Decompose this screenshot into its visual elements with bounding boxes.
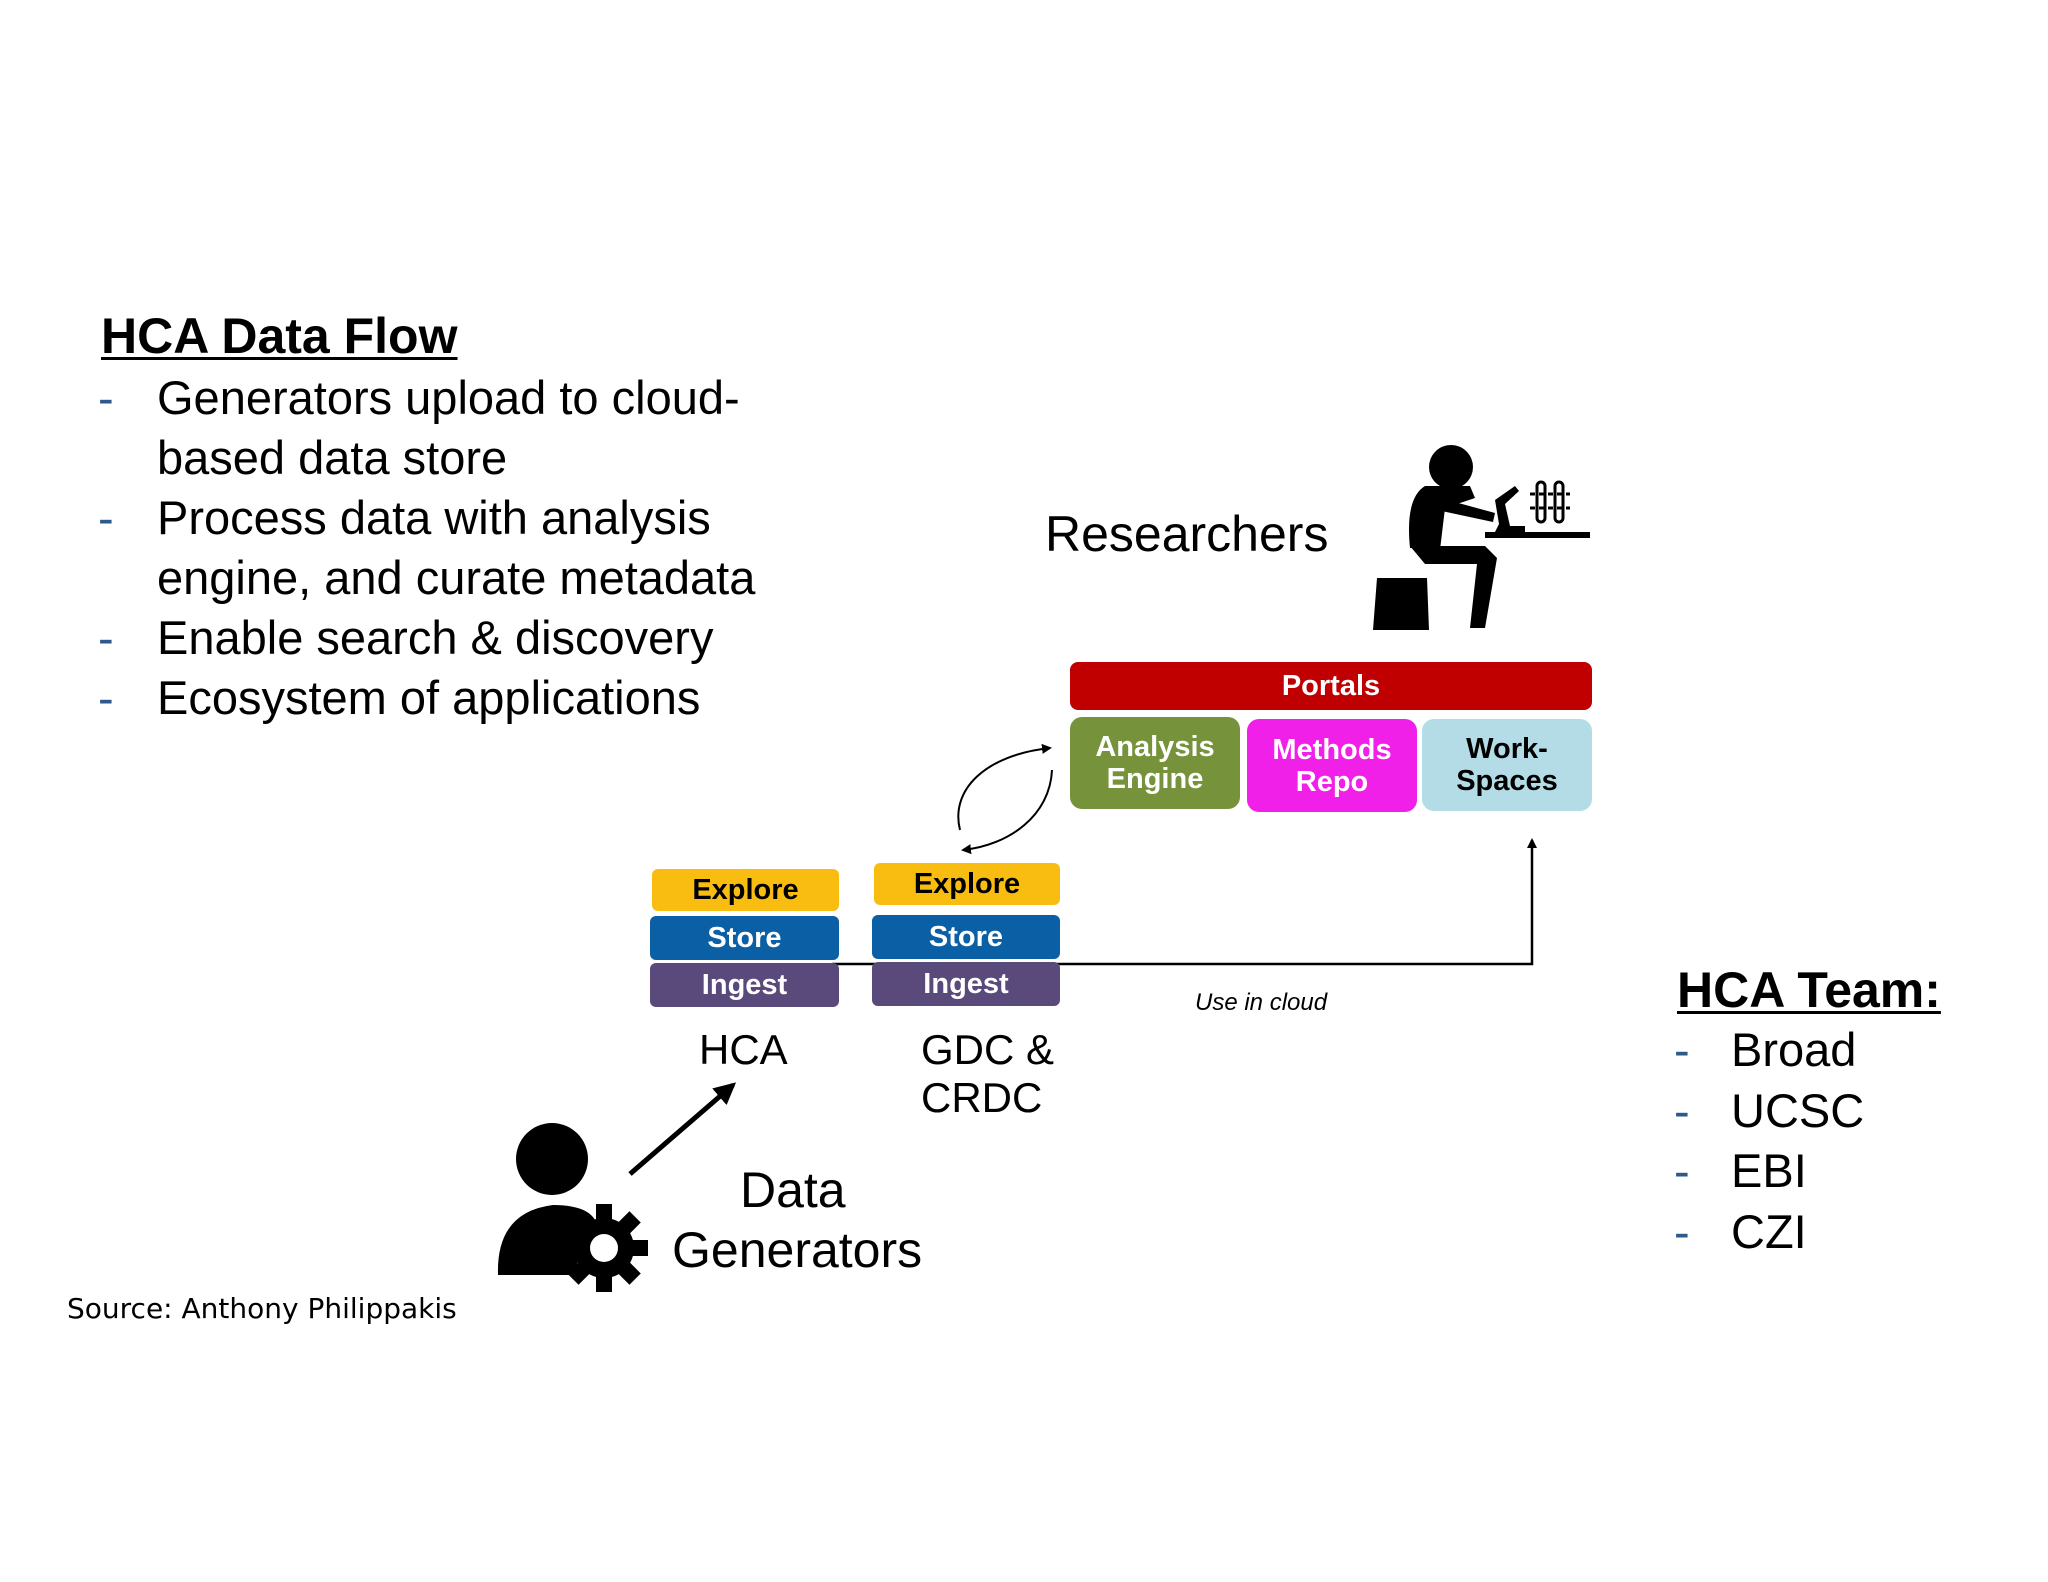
team-list: -Broad -UCSC -EBI -CZI [1674,1020,1864,1262]
cycle-arrow-down [961,769,1053,855]
hca-ingest-block: Ingest [650,963,839,1007]
team-member: -CZI [1674,1204,1807,1258]
workspaces-block: Work-Spaces [1422,719,1592,811]
generators-upload-arrow [628,1082,737,1176]
flow-bullet-list: -Generators upload to cloud-based data s… [98,368,858,728]
gdc-ingest-block: Ingest [872,962,1060,1006]
flow-bullet: -Generators upload to cloud-based data s… [98,371,740,484]
team-member: -Broad [1674,1023,1857,1076]
data-generator-person-gear-icon [497,1123,648,1292]
researcher-microscope-icon [1373,445,1590,630]
gdc-explore-block: Explore [874,863,1060,905]
gdc-label: GDC & CRDC [921,1026,1055,1121]
flow-bullet: -Ecosystem of applications [98,671,701,724]
hca-store-block: Store [650,916,839,960]
data-generators-label: Data Generators [672,1162,923,1278]
portals-bar: Portals [1070,662,1592,710]
hca-label: HCA [699,1026,788,1073]
team-member: -UCSC [1674,1083,1865,1137]
team-member: -EBI [1674,1144,1807,1197]
gdc-store-block: Store [872,915,1060,959]
researchers-label: Researchers [1045,506,1329,562]
hca-explore-block: Explore [652,869,839,911]
team-title: HCA Team: [1677,962,1941,1018]
flow-title: HCA Data Flow [101,308,458,364]
use-in-cloud-label: Use in cloud [1195,989,1328,1016]
flow-bullet: -Process data with analysis engine, and … [98,491,756,604]
cycle-arrow-up [957,743,1052,831]
use-in-cloud-connector [832,838,1537,966]
source-caption: Source: Anthony Philippakis [67,1292,457,1325]
flow-bullet: -Enable search & discovery [98,611,714,664]
